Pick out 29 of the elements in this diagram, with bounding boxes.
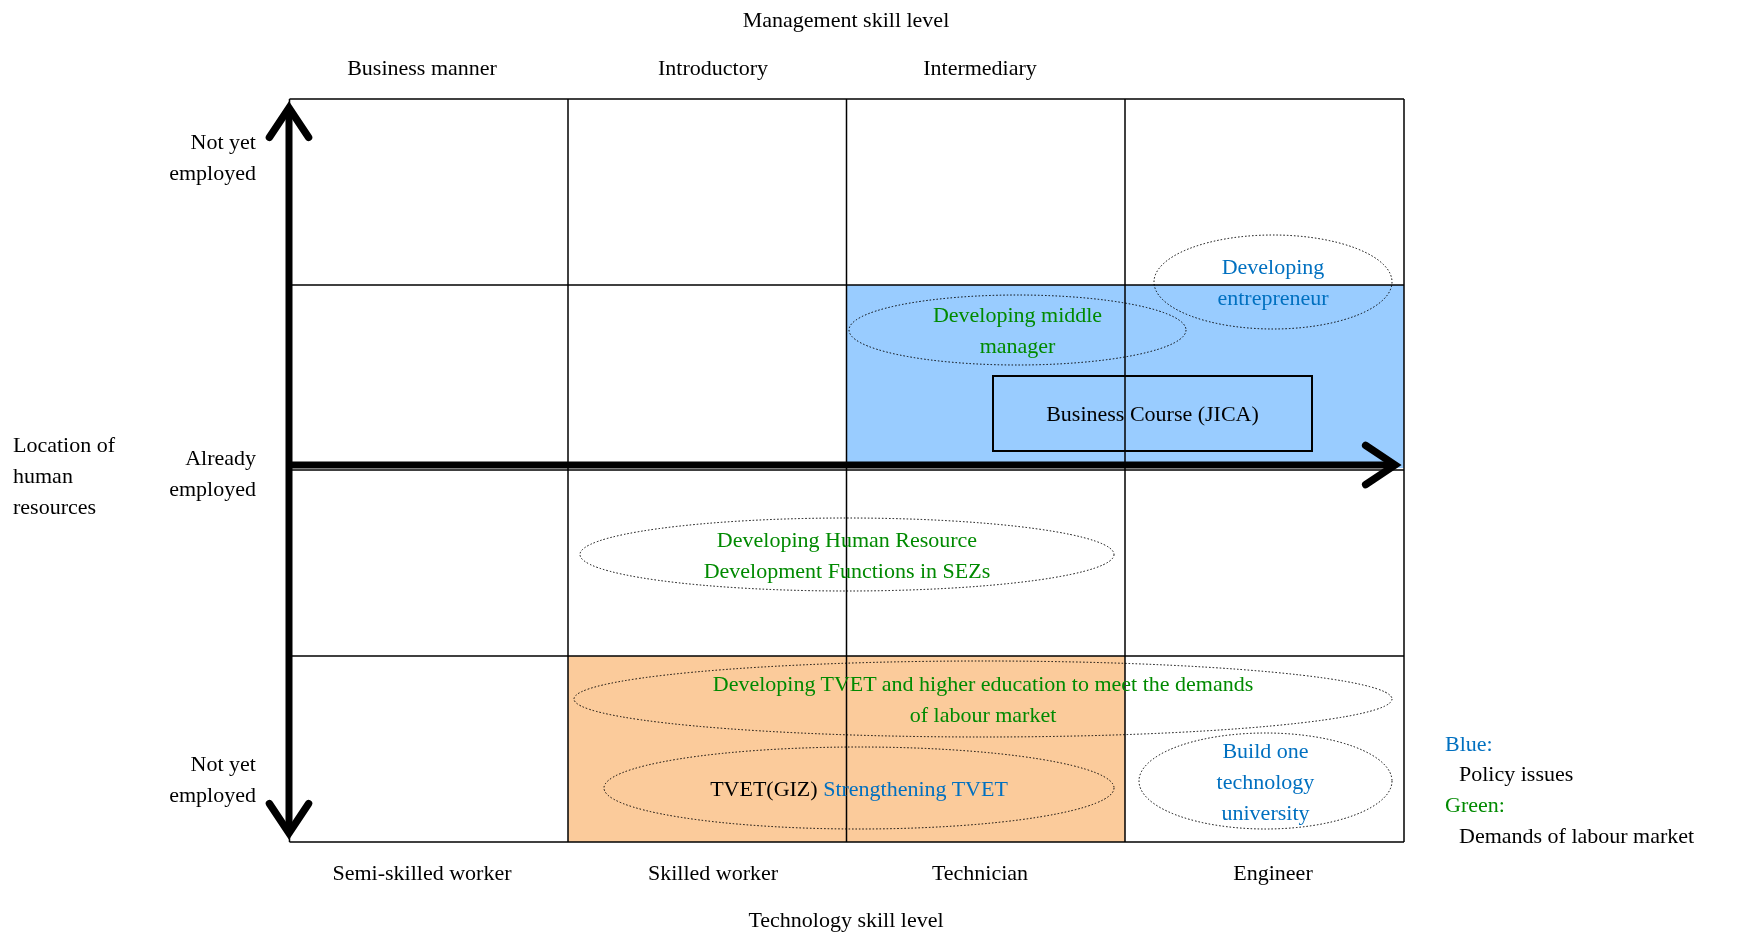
axis-value-label: Not yet employed — [168, 750, 256, 809]
node-text: TVET(GIZ) — [710, 775, 818, 801]
axis-value-label: Already employed — [168, 444, 256, 503]
column-label: Intermediary — [923, 54, 1037, 82]
dotted-ellipse — [579, 517, 1115, 592]
node-text: Business Course (JICA) — [1045, 400, 1260, 428]
dotted-ellipse — [1138, 732, 1393, 830]
axis-title: Technology skill level — [748, 906, 944, 934]
node-text: Developing middle manager — [931, 301, 1104, 360]
column-label: Business manner — [347, 54, 497, 82]
process-box — [992, 375, 1313, 452]
axis-title: Management skill level — [742, 6, 950, 34]
dotted-ellipse — [603, 746, 1115, 830]
axis-value-label: Location of human resources — [13, 431, 117, 521]
column-label: Engineer — [1233, 859, 1313, 887]
dotted-ellipse — [1153, 234, 1393, 330]
legend-text: Demands of labour market — [1459, 822, 1695, 850]
column-label: Skilled worker — [647, 859, 779, 887]
column-label: Introductory — [658, 54, 768, 82]
node-text: Developing entrepreneur — [1216, 253, 1330, 312]
dotted-ellipse — [573, 660, 1393, 738]
column-label: Semi-skilled worker — [332, 859, 512, 887]
legend-text: Green: — [1445, 791, 1505, 819]
legend-text: Policy issues — [1459, 760, 1574, 788]
column-label: Technician — [931, 859, 1029, 887]
axis-value-label: Not yet employed — [168, 128, 256, 187]
dotted-ellipse — [848, 294, 1187, 366]
legend-text: Blue: — [1445, 730, 1493, 758]
node-text: Build one technology university — [1215, 736, 1316, 827]
